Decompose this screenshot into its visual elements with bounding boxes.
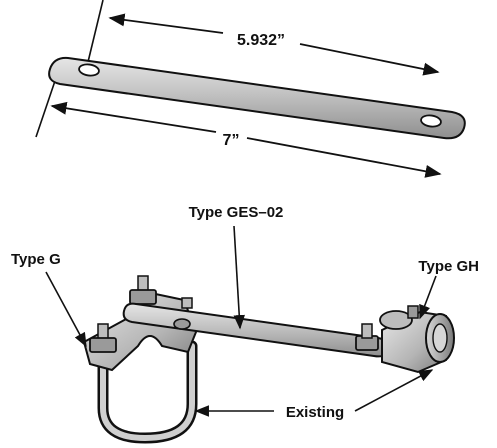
callout-type-g: Type G <box>11 251 61 268</box>
leader-type-g <box>45 271 87 348</box>
callout-existing: Existing <box>286 404 344 421</box>
leader-type-ges-02 <box>233 225 245 330</box>
ground-strap <box>48 56 466 140</box>
dimension-arrow-overall-right <box>246 137 442 178</box>
type-gh-clamp <box>355 305 455 374</box>
u-bolt <box>100 337 195 442</box>
type-gh-stud <box>361 323 373 339</box>
dimension-arrow-hole-right <box>299 43 440 76</box>
leader-existing-right <box>354 369 434 412</box>
type-gh-set-screw-boss <box>379 310 413 330</box>
type-g-saddle <box>137 335 163 347</box>
pipe-end <box>432 323 448 353</box>
dimension-arrow-hole-left <box>108 13 224 34</box>
extension-line-end <box>35 74 58 138</box>
hex-nut-top <box>129 289 157 305</box>
strap-dimension-view: 5.932” 7” <box>35 0 466 178</box>
callout-type-gh: Type GH <box>418 258 479 275</box>
bolt-head <box>181 297 193 309</box>
callout-type-ges-02: Type GES–02 <box>189 204 284 221</box>
leader-type-gh <box>419 275 437 320</box>
extension-line-hole <box>87 0 104 63</box>
overall-length-label: 7” <box>223 132 240 149</box>
strap-hole-left <box>78 63 100 77</box>
assembly-view: Type GES–02 Type G Type GH Existing <box>11 204 479 444</box>
type-gh-set-screw <box>407 305 419 319</box>
strap-hole-right <box>420 114 442 128</box>
hex-nut-left <box>89 337 117 353</box>
hole-spacing-label: 5.932” <box>237 32 285 49</box>
type-g-hardware <box>89 275 193 353</box>
dimension-arrow-overall-left <box>50 101 217 133</box>
strap-bolt-washer <box>173 318 191 330</box>
